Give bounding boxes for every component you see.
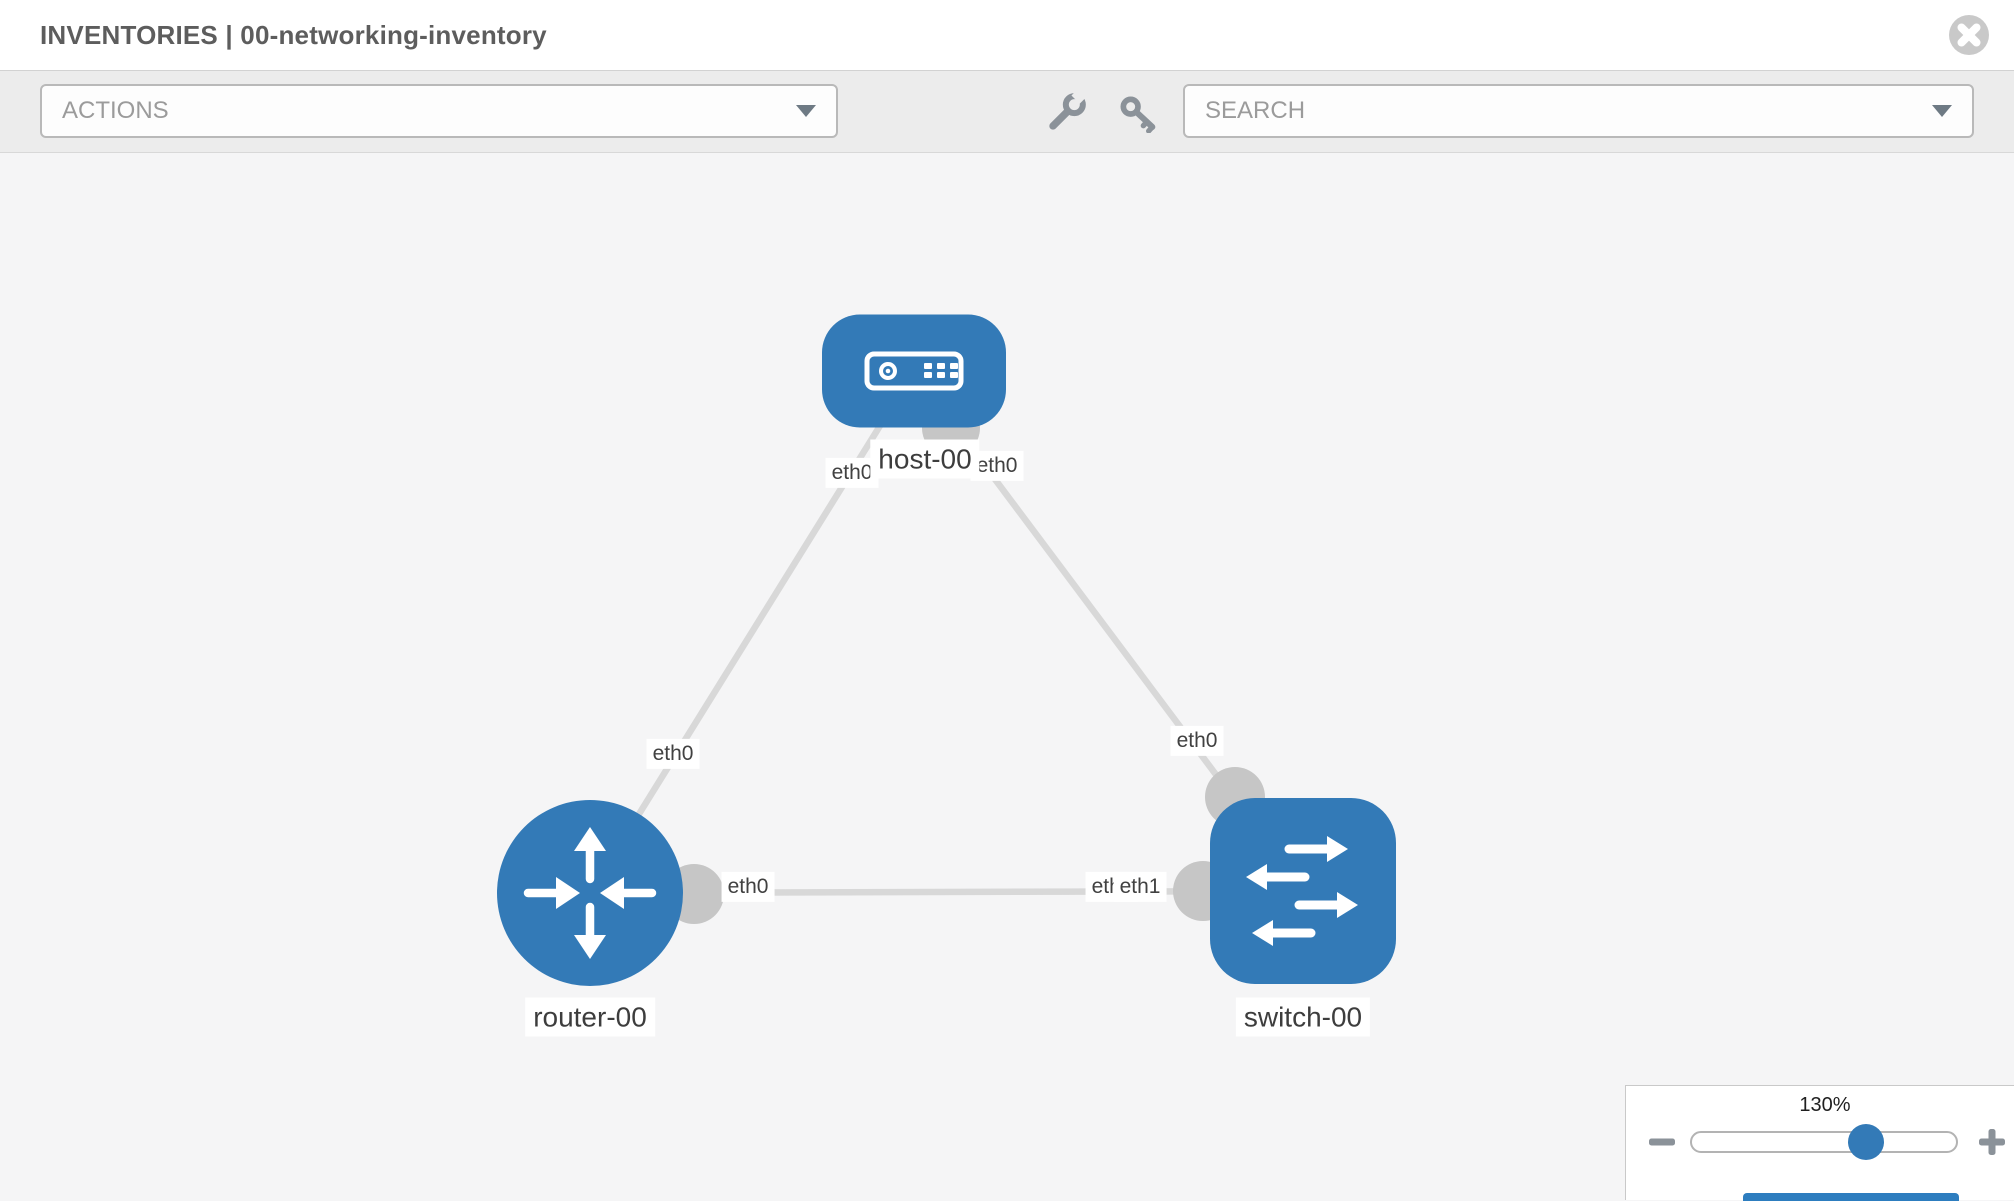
node-label-switch-00: switch-00: [1235, 997, 1371, 1037]
key-icon: [1120, 96, 1156, 134]
toolbar: ACTIONS SEARCH: [0, 71, 2014, 153]
switch-arrows-icon: [1246, 836, 1358, 946]
node-switch-00[interactable]: [1210, 798, 1396, 984]
configure-button[interactable]: [1046, 87, 1088, 133]
actions-dropdown-label: ACTIONS: [62, 97, 169, 124]
search-dropdown[interactable]: SEARCH: [1183, 84, 1974, 138]
zoom-panel: 130%: [1625, 1085, 2014, 1201]
zoom-in-button[interactable]: [1977, 1127, 2007, 1157]
interface-label: eth0: [1170, 725, 1224, 757]
actions-dropdown[interactable]: ACTIONS: [40, 84, 838, 138]
node-label-router-00: router-00: [525, 997, 655, 1037]
interface-label: eth1: [1113, 871, 1167, 903]
wrench-icon: [1049, 87, 1088, 130]
close-button[interactable]: [1947, 13, 1991, 57]
header: INVENTORIES | 00-networking-inventory: [0, 0, 2014, 71]
plus-icon: [1979, 1129, 2005, 1155]
router-arrows-icon: [523, 827, 657, 959]
x-circle-icon: [1949, 15, 1989, 55]
chevron-down-icon: [796, 105, 816, 117]
page-title: INVENTORIES | 00-networking-inventory: [40, 20, 547, 50]
chevron-down-icon: [1932, 105, 1952, 117]
minus-icon: [1649, 1138, 1675, 1146]
interface-label: eth0: [721, 871, 775, 903]
credentials-button[interactable]: [1118, 93, 1158, 134]
interface-label: eth0: [646, 738, 700, 770]
node-label-host-00: host-00: [870, 439, 980, 479]
footer-accent-bar: [1743, 1193, 1959, 1201]
server-icon: [864, 351, 964, 391]
zoom-level-label: 130%: [1799, 1094, 1851, 1116]
zoom-slider-track[interactable]: [1690, 1124, 1958, 1160]
zoom-slider-handle[interactable]: [1848, 1124, 1885, 1160]
zoom-out-button[interactable]: [1647, 1127, 1677, 1157]
search-dropdown-label: SEARCH: [1205, 97, 1306, 124]
node-host-00[interactable]: [822, 314, 1006, 428]
node-router-00[interactable]: [497, 800, 683, 986]
interface-label: eth0: [825, 457, 879, 489]
